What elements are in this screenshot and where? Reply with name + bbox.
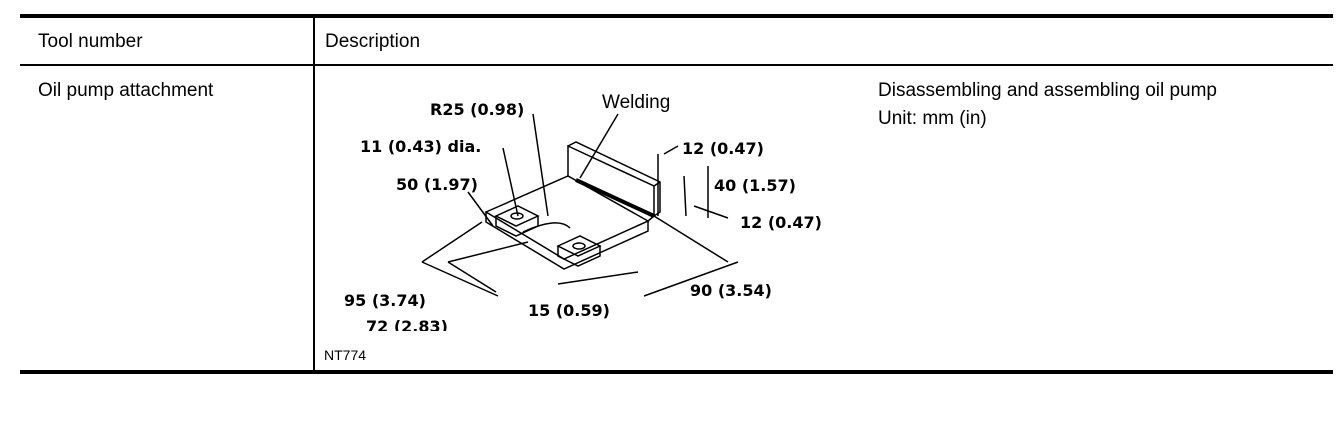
tool-table: Tool number Description Oil pump attachm… [20, 14, 1333, 376]
usage-line-2: Unit: mm (in) [878, 108, 987, 129]
label-dim-90: 90 (3.54) [690, 281, 772, 300]
drawing-code: NT774 [324, 347, 367, 363]
label-dim-95: 95 (3.74) [344, 291, 426, 310]
header-tool-number: Tool number [38, 31, 143, 52]
label-dim-12-top: 12 (0.47) [682, 139, 764, 158]
label-welding: Welding [602, 92, 670, 113]
table-bottom-rule [20, 370, 1333, 374]
label-dim-50: 50 (1.97) [396, 175, 478, 194]
column-divider [313, 16, 315, 372]
header-description: Description [325, 31, 421, 52]
label-dim-15: 15 (0.59) [528, 301, 610, 320]
label-dim-72: 72 (2.83) [366, 317, 448, 331]
label-dim-40: 40 (1.57) [714, 176, 796, 195]
table-top-rule [20, 14, 1333, 18]
label-dim-12-side: 12 (0.47) [740, 213, 822, 232]
usage-line-1: Disassembling and assembling oil pump [878, 80, 1218, 101]
tool-name-cell: Oil pump attachment [38, 80, 214, 101]
oil-pump-attachment-drawing: Welding R25 (0.98) 11 (0.43) dia. 50 (1.… [344, 92, 822, 331]
label-hole-dia: 11 (0.43) dia. [360, 137, 481, 156]
header-separator-rule [20, 64, 1333, 66]
label-radius: R25 (0.98) [430, 100, 524, 119]
